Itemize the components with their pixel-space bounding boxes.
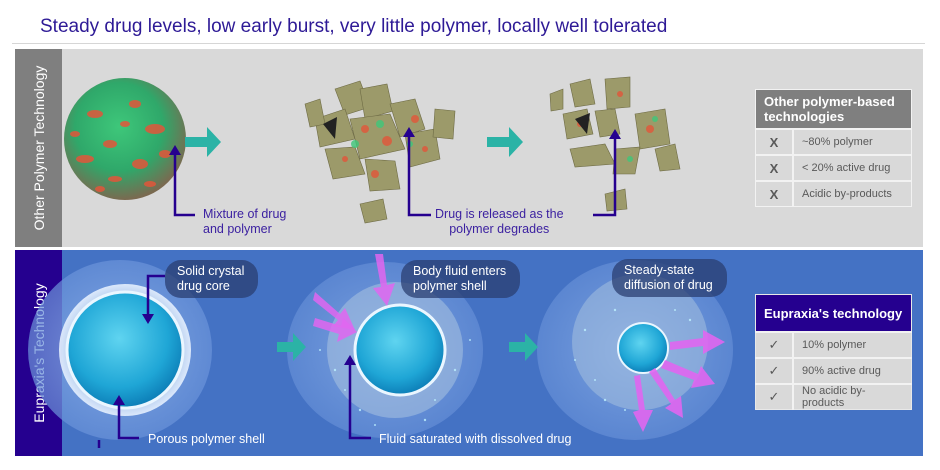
table-cell: No acidic by-products <box>793 383 912 410</box>
eupraxia-illustration <box>28 254 733 448</box>
released-callout: Drug is released as the polymer degrades <box>435 207 564 236</box>
page-title: Steady drug levels, low early burst, ver… <box>40 16 668 37</box>
check-icon: ✓ <box>755 331 794 358</box>
cross-icon: X <box>755 128 794 155</box>
table-row: ✓ 90% active drug <box>755 357 912 384</box>
other-technology-panel: Other Polymer Technology <box>15 49 923 247</box>
table-cell: 90% active drug <box>793 357 912 384</box>
check-icon: ✓ <box>755 357 794 384</box>
eupraxia-comparison-table: Eupraxia's technology ✓ 10% polymer ✓ 90… <box>755 294 912 410</box>
saturated-callout: Fluid saturated with dissolved drug <box>379 432 572 446</box>
other-table-header: Other polymer-based technologies <box>755 89 912 129</box>
cross-icon: X <box>755 180 794 207</box>
table-cell: Acidic by-products <box>793 180 912 207</box>
step-arrow-icon <box>277 333 306 361</box>
hydrating-particle-icon <box>287 262 483 438</box>
table-cell: < 20% active drug <box>793 154 912 181</box>
callout-connector-icon <box>173 135 617 217</box>
dissolved-drug-particles-icon <box>319 308 692 426</box>
table-row: ✓ No acidic by-products <box>755 383 912 410</box>
diffusion-bubble: Steady-state diffusion of drug <box>612 259 727 297</box>
cross-icon: X <box>755 154 794 181</box>
table-row: ✓ 10% polymer <box>755 331 912 358</box>
other-illustration <box>64 76 681 224</box>
diffusing-particle-icon <box>537 260 733 440</box>
solid-core-particle-icon <box>28 260 212 440</box>
drug-outflow-arrow-icon <box>633 330 725 432</box>
callout-arrowhead-icon <box>113 314 356 405</box>
step-arrow-icon <box>185 127 221 157</box>
table-cell: ~80% polymer <box>793 128 912 155</box>
step-arrow-icon <box>487 127 523 157</box>
degraded-fragments-icon <box>549 76 681 212</box>
eupraxia-technology-panel: Eupraxia's Technology <box>15 250 923 456</box>
step-arrow-icon <box>509 333 538 361</box>
fluid-inflow-arrow-icon <box>313 254 395 342</box>
table-row: X < 20% active drug <box>755 154 912 181</box>
callout-connector-icon <box>97 274 371 448</box>
other-side-label-bar: Other Polymer Technology <box>15 49 62 247</box>
title-divider <box>12 43 925 44</box>
shell-callout: Porous polymer shell <box>148 432 265 446</box>
other-comparison-table: Other polymer-based technologies X ~80% … <box>755 89 912 207</box>
eupraxia-table-header: Eupraxia's technology <box>755 294 912 332</box>
table-cell: 10% polymer <box>793 331 912 358</box>
mixture-callout: Mixture of drug and polymer <box>203 207 287 236</box>
callout-arrowhead-icon <box>169 127 621 155</box>
table-row: X ~80% polymer <box>755 128 912 155</box>
table-row: X Acidic by-products <box>755 180 912 207</box>
core-bubble: Solid crystal drug core <box>165 260 259 298</box>
check-icon: ✓ <box>755 383 794 410</box>
fluid-bubble: Body fluid enters polymer shell <box>401 260 521 298</box>
degrading-fragments-icon <box>304 80 456 224</box>
drug-polymer-sphere-icon <box>64 78 186 200</box>
